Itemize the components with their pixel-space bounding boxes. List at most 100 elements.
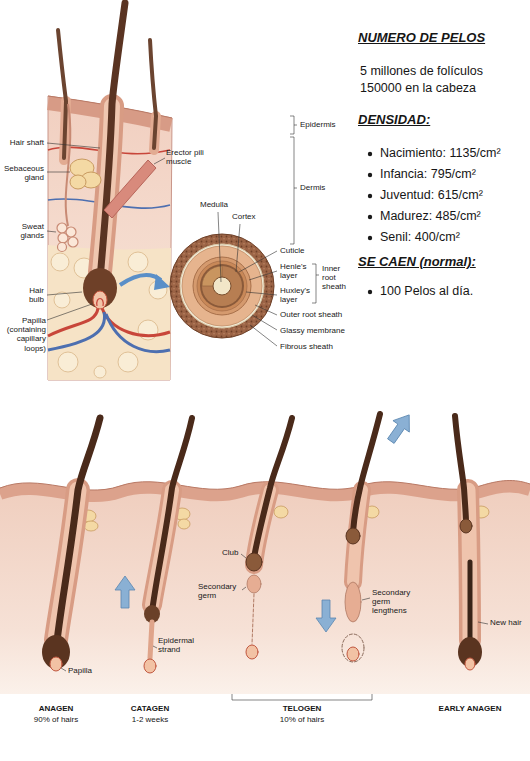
leader-line xyxy=(218,212,221,282)
hair-follicle xyxy=(100,3,125,280)
leader-line xyxy=(47,304,92,320)
sebaceous-gland xyxy=(84,521,98,531)
movement-arrow xyxy=(115,409,417,632)
hair-cross-section xyxy=(170,234,274,338)
part-label: Epidermis xyxy=(300,120,336,129)
stat-text: Madurez: 485/cm² xyxy=(380,209,481,223)
part-label: Cuticle xyxy=(280,246,304,255)
part-label: Sweat glands xyxy=(20,222,44,240)
bullet-dot xyxy=(368,236,372,240)
bullet-dot xyxy=(368,173,372,177)
hair-cross-section xyxy=(197,261,247,311)
sweat-gland xyxy=(58,243,67,252)
bullet-dot xyxy=(368,290,372,294)
movement-arrow xyxy=(383,409,418,447)
hair-cross-section xyxy=(182,246,262,326)
phase-note: 10% of hairs xyxy=(280,715,324,724)
part-label: Epidermal strand xyxy=(158,636,198,654)
stat-text: 100 Pelos al día. xyxy=(380,284,473,299)
catagen-follicle xyxy=(152,418,192,612)
movement-arrow xyxy=(115,576,135,608)
movement-arrow xyxy=(316,600,336,632)
part-label: Epidermal strand xyxy=(158,636,194,654)
leader-line xyxy=(61,554,488,700)
leader-line xyxy=(290,137,294,244)
phase-label: TELOGEN xyxy=(283,704,322,714)
part-label: Cortex xyxy=(232,212,256,221)
part-label: Fibrous sheath xyxy=(280,342,333,351)
sweat-gland xyxy=(68,237,78,247)
leader-line xyxy=(239,251,277,272)
erector-muscle xyxy=(104,160,156,218)
section-heading: DENSIDAD: xyxy=(358,112,430,127)
bullet-dot xyxy=(368,152,372,156)
leader-line xyxy=(478,622,488,624)
stat-text: 150000 en la cabeza xyxy=(360,81,476,95)
catagen-follicle xyxy=(144,418,192,673)
leader-line xyxy=(47,116,319,346)
hair-bulb xyxy=(83,268,117,309)
stat-text: Senil: 400/cm² xyxy=(380,230,460,245)
stat-text: Senil: 400/cm² xyxy=(380,230,460,244)
part-label: Henle's layer xyxy=(280,262,306,280)
part-label: Dermis xyxy=(300,183,325,192)
hair-cross-section xyxy=(200,264,244,308)
sweat-gland xyxy=(66,104,71,226)
part-label: Outer root sheath xyxy=(280,310,342,319)
hair-bulb xyxy=(93,291,107,309)
blood-vessel xyxy=(102,308,170,336)
leader-line xyxy=(290,116,294,134)
part-label: Outer root sheath xyxy=(280,310,342,319)
leader-line xyxy=(294,125,297,126)
part-label: Erector pili muscle xyxy=(166,148,204,166)
blood-vessel xyxy=(48,308,98,336)
phase-label: ANAGEN xyxy=(39,704,74,713)
telogen-shedding-follicle xyxy=(346,528,360,544)
stat-text: Infancia: 795/cm² xyxy=(380,167,476,182)
part-label: Hair shaft xyxy=(10,138,44,147)
stat-text: 5 millones de folículos xyxy=(360,64,483,78)
fat-lobule xyxy=(51,253,69,271)
bullet-dot xyxy=(368,215,372,219)
stat-text: Infancia: 795/cm² xyxy=(380,167,476,181)
early-anagen-follicle xyxy=(460,519,472,533)
phase-note: 1-2 weeks xyxy=(132,715,168,724)
section-heading: DENSIDAD: xyxy=(358,112,430,128)
hair-cross-section xyxy=(193,257,251,315)
fat-lobule xyxy=(118,352,138,372)
part-label: Henle's layer xyxy=(280,262,314,280)
section-heading: NUMERO DE PELOS xyxy=(358,30,485,45)
leader-line xyxy=(362,598,370,600)
blood-vessel xyxy=(48,312,105,350)
part-label: Glassy membrane xyxy=(280,326,345,335)
fat-lobule xyxy=(58,352,78,372)
stat-text: 150000 en la cabeza xyxy=(360,81,476,96)
part-label: Secondary germ lengthens xyxy=(372,588,422,616)
telogen-follicle xyxy=(246,645,258,659)
part-label: New hair xyxy=(490,618,522,627)
sebaceous-gland xyxy=(70,159,101,189)
telogen-shedding-follicle xyxy=(353,414,380,532)
anagen-follicle xyxy=(42,418,100,671)
hair-cross-section xyxy=(213,277,231,295)
early-anagen-follicle xyxy=(455,416,466,522)
sweat-gland xyxy=(58,233,68,243)
part-label: Medulla xyxy=(200,200,228,209)
hair-follicle xyxy=(100,3,125,280)
anagen-follicle xyxy=(50,657,62,671)
leader-line xyxy=(249,271,277,280)
leader-line xyxy=(316,275,319,276)
phase-note: 1-2 weeks xyxy=(132,715,168,725)
leader-line xyxy=(232,694,372,700)
part-label: Papilla xyxy=(68,666,92,675)
stat-text: Nacimiento: 1135/cm² xyxy=(380,146,501,161)
phase-note: 90% of hairs xyxy=(34,715,78,725)
part-label: Huxley's layer xyxy=(280,286,314,304)
hair-bulb xyxy=(97,299,104,307)
telogen-follicle xyxy=(252,594,254,644)
part-label: Glassy membrane xyxy=(280,326,345,335)
part-label: Papilla xyxy=(68,666,92,675)
leader-line xyxy=(236,224,240,272)
sebaceous-gland xyxy=(274,506,288,518)
leader-line xyxy=(252,315,277,330)
